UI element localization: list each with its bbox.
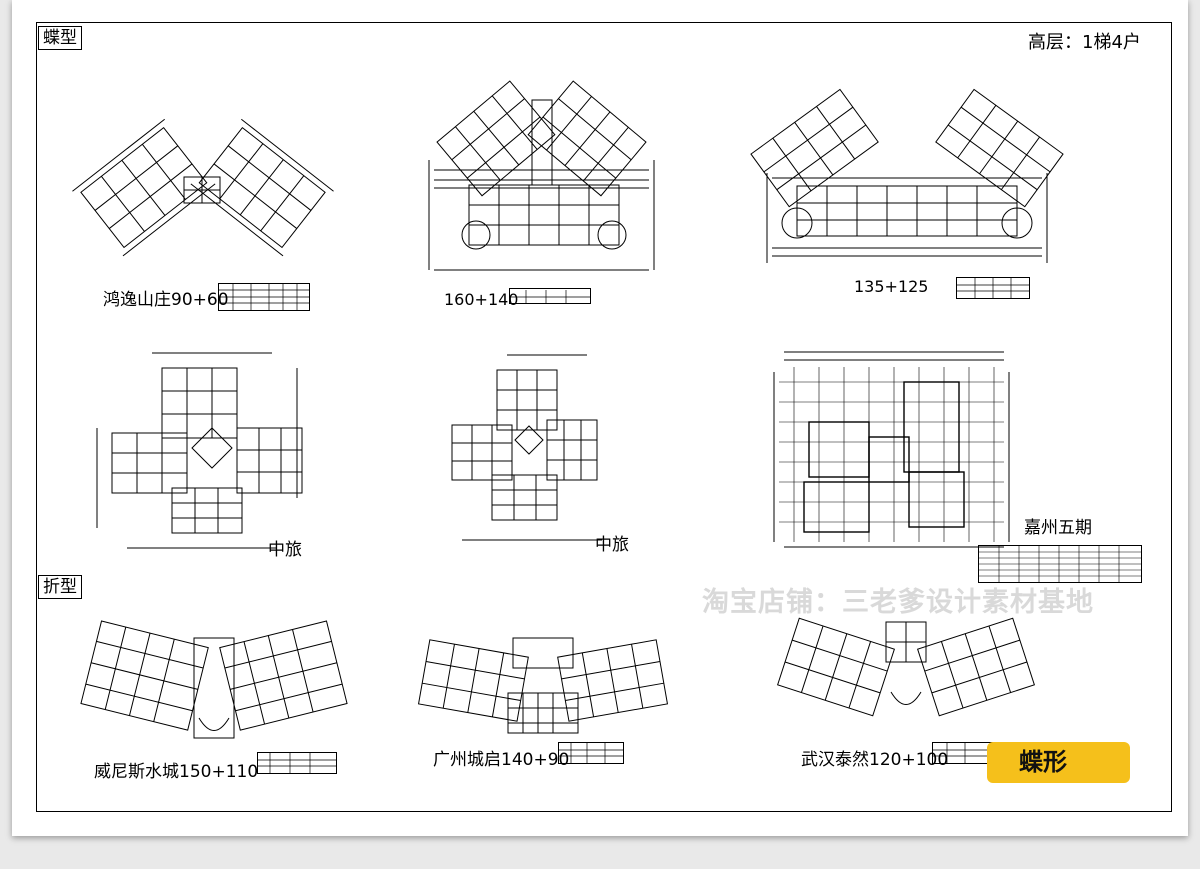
area-table-1 — [218, 283, 310, 311]
floor-plan-9 — [776, 612, 1036, 737]
area-table-7 — [257, 752, 337, 774]
plan-caption-9: 武汉泰然120+100 — [801, 750, 949, 770]
floor-plan-4 — [92, 348, 322, 553]
area-table-8 — [558, 742, 624, 764]
plan-caption-6: 嘉州五期 — [1024, 518, 1092, 538]
drawing-sheet: 蝶型 高层：1梯4户 折型 鸿逸山庄90+60 — [12, 0, 1188, 836]
floor-plan-7 — [74, 608, 354, 758]
floor-plan-3 — [742, 78, 1072, 268]
plan-caption-5: 中旅 — [595, 535, 629, 555]
floor-plan-5 — [437, 350, 607, 545]
floor-plan-8 — [408, 628, 678, 746]
plan-caption-8: 广州城启140+90 — [433, 750, 570, 770]
plan-caption-3: 135+125 — [854, 277, 929, 296]
plan-caption-2: 160+140 — [444, 290, 519, 309]
area-table-3 — [956, 277, 1030, 299]
section-tag-folded: 折型 — [38, 575, 82, 599]
plan-caption-7: 威尼斯水城150+110 — [94, 762, 259, 782]
watermark-text: 淘宝店铺：三老爹设计素材基地 — [702, 587, 1094, 618]
area-table-9 — [932, 742, 994, 764]
drawing-border-frame — [36, 22, 1172, 812]
area-table-6 — [978, 545, 1142, 583]
floor-plan-6 — [764, 342, 1014, 557]
floor-plan-2 — [414, 70, 669, 280]
plan-caption-1: 鸿逸山庄90+60 — [103, 290, 229, 310]
category-badge: 蝶形 — [987, 742, 1130, 783]
header-top-right: 高层：1梯4户 — [1028, 32, 1141, 53]
section-tag-butterfly: 蝶型 — [38, 26, 82, 50]
area-table-2 — [509, 288, 591, 304]
floor-plan-1 — [68, 102, 338, 282]
plan-caption-4: 中旅 — [268, 540, 302, 560]
